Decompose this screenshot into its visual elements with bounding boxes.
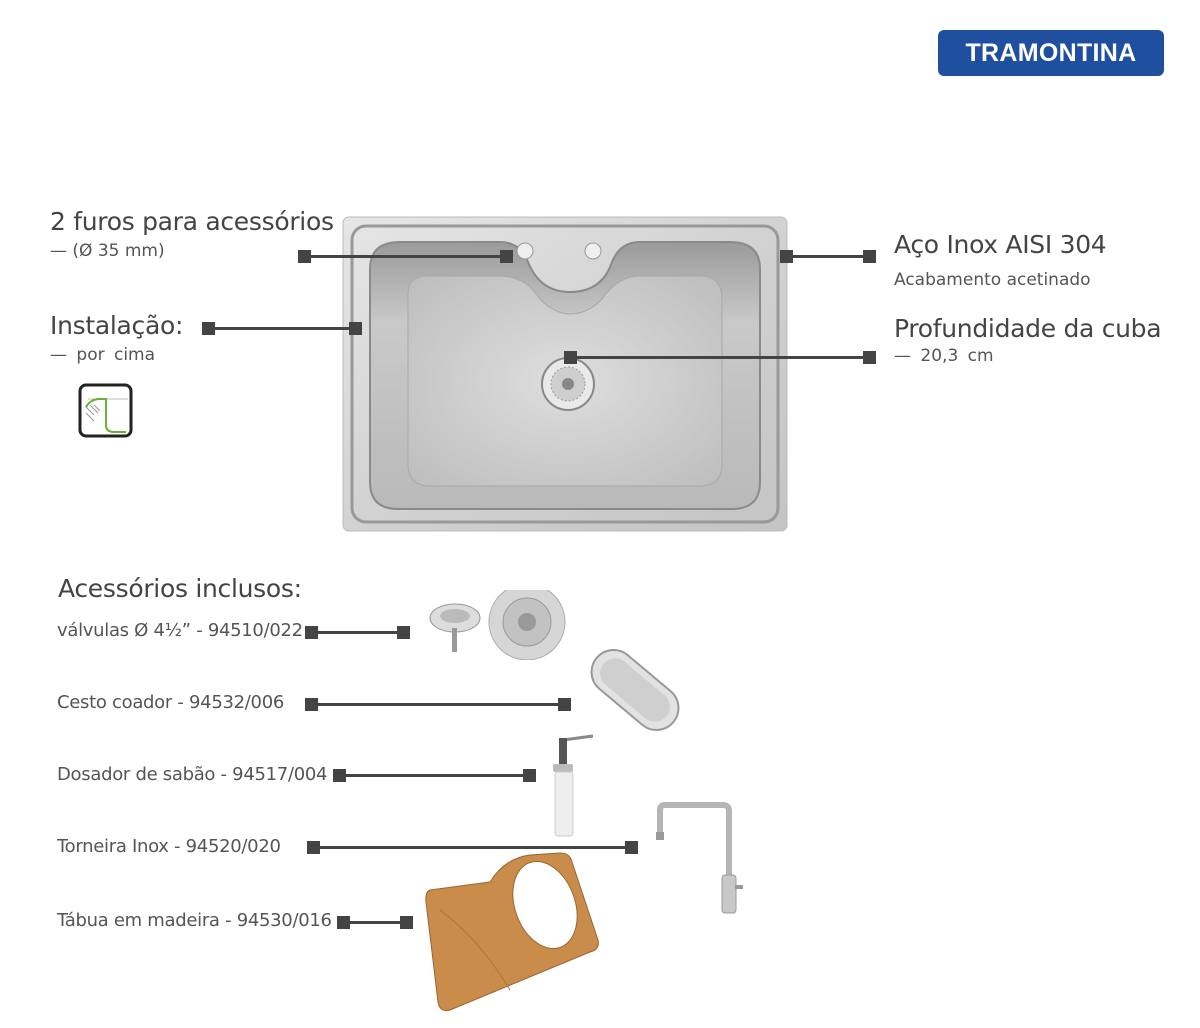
sink-image [342,216,788,532]
installation-detail: — por cima [50,345,156,365]
over-counter-install-icon [78,383,133,438]
accessory-label: Dosador de sabão - 94517/004 [57,764,328,785]
installation-title: Instalação: [50,311,184,340]
material-title: Aço Inox AISI 304 [894,230,1107,259]
accessory-label: Cesto coador - 94532/006 [57,692,285,713]
holes-title: 2 furos para acessórios [50,207,334,236]
material-detail: Acabamento acetinado [894,270,1091,290]
accessory-label: Tábua em madeira - 94530/016 [57,910,332,931]
depth-detail: — 20,3 cm [894,346,994,366]
faucet-image [656,802,743,914]
depth-title: Profundidade da cuba [894,314,1162,343]
accessory-label: válvulas Ø 4½” - 94510/022 [57,620,303,641]
valve-image [429,590,566,660]
tramontina-logo: TRAMONTINA [938,30,1164,76]
cutting-board-image [425,852,599,1012]
accessory-label: Torneira Inox - 94520/020 [57,836,281,857]
accessories-heading: Acessórios inclusos: [58,574,302,603]
holes-detail: — (Ø 35 mm) [50,241,165,261]
soap-dispenser-image [553,734,594,837]
strainer-basket-image [590,649,680,731]
